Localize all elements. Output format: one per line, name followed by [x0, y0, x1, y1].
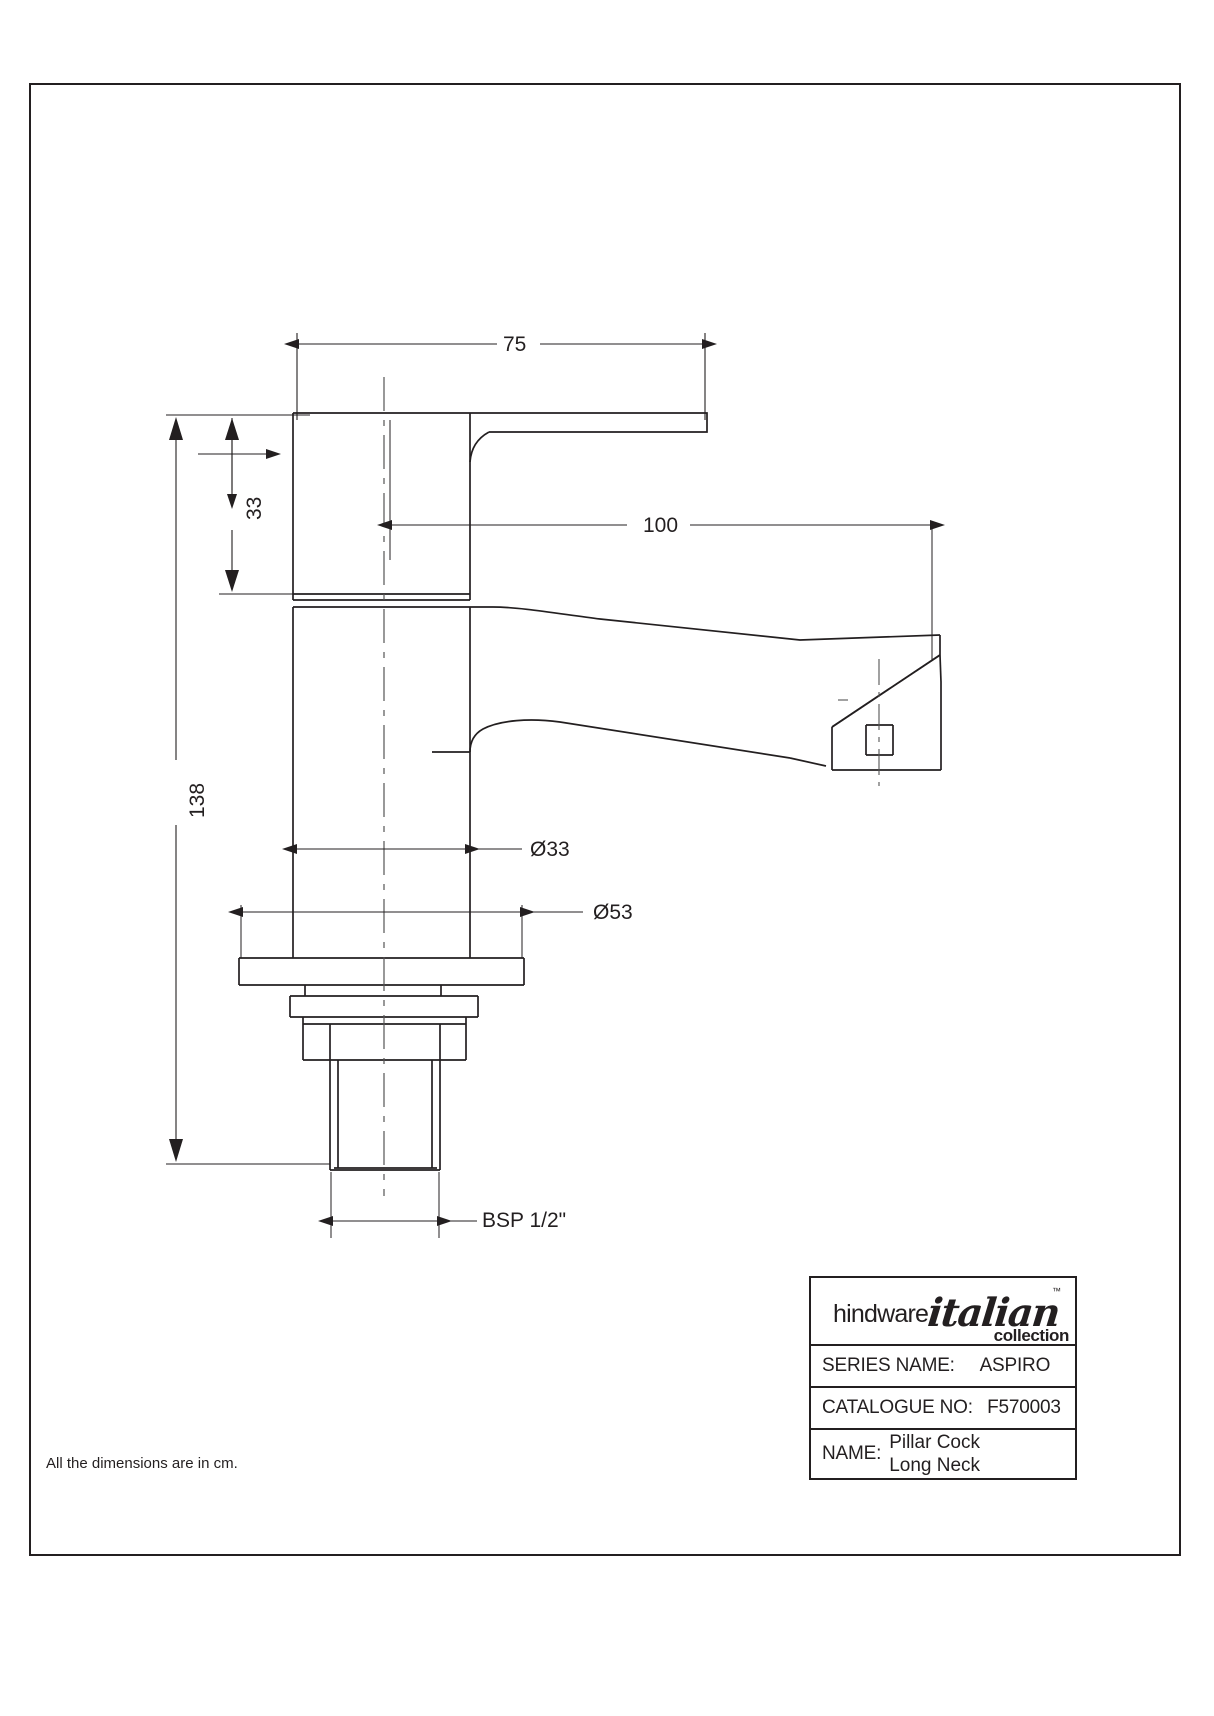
series-name-label: SERIES NAME: — [822, 1355, 955, 1376]
product-name-value: Pillar Cock Long Neck — [889, 1431, 981, 1476]
dim-label-100: 100 — [643, 514, 679, 537]
catalogue-no-row: CATALOGUE NO: F570003 — [811, 1388, 1075, 1430]
lever-handle — [292, 412, 708, 595]
dimensions-note: All the dimensions are in cm. — [46, 1455, 238, 1472]
dim-138-arrows — [169, 417, 183, 1162]
title-block: hindware italian ™ collection SERIES NAM… — [809, 1276, 1077, 1480]
product-name-row: NAME: Pillar Cock Long Neck — [811, 1430, 1075, 1478]
product-name-label: NAME: — [822, 1443, 882, 1464]
dim-label-dia33: Ø33 — [530, 838, 570, 861]
logo-hindware-text: hindware — [833, 1300, 929, 1328]
dim-75 — [284, 333, 717, 420]
dim-label-138: 138 — [186, 782, 209, 818]
logo-wrap: hindware italian ™ — [827, 1286, 1061, 1336]
trademark-icon: ™ — [1051, 1286, 1061, 1296]
catalogue-no-value: F570003 — [987, 1397, 1061, 1418]
brand-logo: hindware italian ™ collection — [811, 1278, 1075, 1346]
catalogue-no-label: CATALOGUE NO: — [822, 1397, 973, 1418]
dim-138-lines — [166, 414, 330, 1165]
spout-lower — [432, 719, 827, 767]
dim-label-75: 75 — [503, 333, 527, 356]
dim-label-33: 33 — [243, 496, 266, 520]
series-name-value: ASPIRO — [979, 1355, 1051, 1376]
dim-label-bsp: BSP 1/2" — [482, 1209, 567, 1232]
threaded-shank — [329, 1060, 441, 1171]
collar — [292, 594, 471, 601]
dim-bsp — [318, 1172, 477, 1238]
dim-dia53 — [228, 905, 583, 958]
dim-33-arrows — [225, 418, 239, 592]
sheet-border — [29, 83, 1181, 1556]
spout-upper — [293, 606, 941, 728]
outlet-centerline — [838, 659, 880, 786]
flange — [238, 957, 525, 986]
series-name-row: SERIES NAME: ASPIRO — [811, 1346, 1075, 1388]
logo-collection-text: collection — [993, 1326, 1070, 1345]
dim-label-dia53: Ø53 — [593, 901, 633, 924]
body-column — [292, 607, 471, 958]
aerator-outlet — [831, 654, 942, 771]
dim-100 — [377, 420, 945, 660]
